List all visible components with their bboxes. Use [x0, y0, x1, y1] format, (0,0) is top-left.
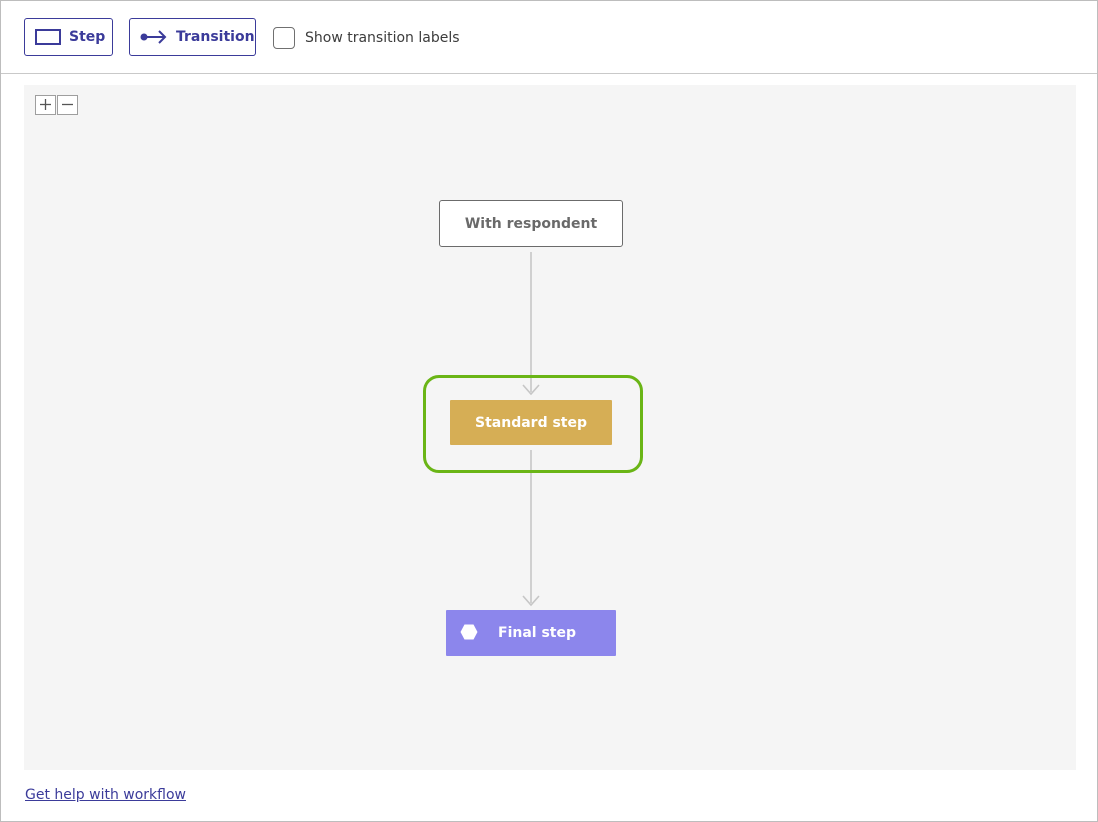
- add-transition-button[interactable]: Transition: [129, 18, 256, 56]
- show-transition-labels-checkbox[interactable]: [273, 27, 295, 49]
- add-transition-label: Transition: [176, 29, 255, 45]
- transition-arrow-standard-to-final: [522, 450, 540, 607]
- step-node-label: Standard step: [475, 414, 587, 431]
- transition-arrow-respondent-to-standard: [522, 252, 540, 396]
- step-node-label: Final step: [498, 625, 576, 641]
- hexagon-icon: [460, 624, 478, 640]
- zoom-in-button[interactable]: [35, 95, 56, 115]
- add-step-label: Step: [69, 29, 106, 45]
- step-node-with-respondent[interactable]: With respondent: [439, 200, 623, 247]
- step-node-standard-step[interactable]: Standard step: [450, 400, 612, 445]
- minus-icon: [61, 96, 74, 115]
- show-transition-labels-label[interactable]: Show transition labels: [305, 30, 460, 46]
- toolbar: Step Transition Show transition labels: [1, 1, 1097, 74]
- step-node-label: With respondent: [464, 215, 598, 232]
- zoom-out-button[interactable]: [57, 95, 78, 115]
- step-node-final-step[interactable]: Final step: [446, 610, 616, 656]
- add-step-button[interactable]: Step: [24, 18, 113, 56]
- show-transition-labels-toggle: Show transition labels: [273, 27, 460, 49]
- plus-icon: [39, 96, 52, 115]
- help-workflow-link[interactable]: Get help with workflow: [25, 787, 186, 803]
- step-rectangle-icon: [35, 29, 61, 45]
- transition-arrow-icon: [140, 29, 168, 45]
- workflow-canvas[interactable]: With respondent Standard step Final step: [24, 85, 1076, 770]
